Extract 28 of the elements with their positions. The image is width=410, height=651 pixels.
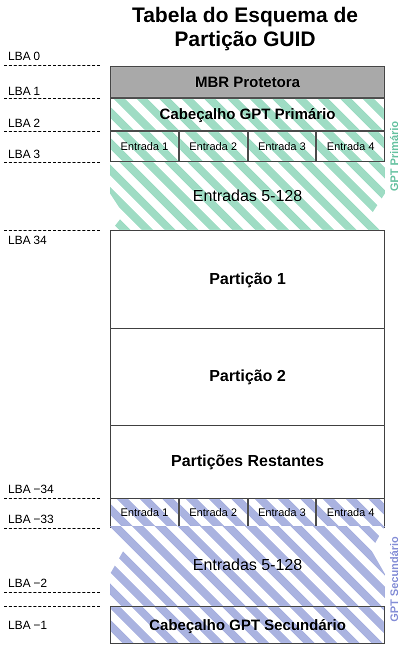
partition-block: Partição 1 [110, 230, 385, 328]
partition-block: Partições Restantes [110, 425, 385, 498]
lba-label: LBA −34 [8, 482, 54, 496]
protective-mbr-block: MBR Protetora [110, 66, 385, 98]
entry-cell: Entrada 3 [248, 131, 316, 162]
entry-cell: Entrada 4 [316, 131, 385, 162]
lba-label: LBA 1 [8, 84, 40, 98]
header-block: Cabeçalho GPT Secundário [110, 606, 385, 644]
lba-label: LBA 34 [8, 233, 47, 247]
lba-label: LBA 2 [8, 116, 40, 130]
section-label: GPT Primário [389, 120, 401, 194]
entry-cell: Entrada 2 [178, 498, 248, 528]
section-label: GPT Secundário [389, 535, 401, 624]
entry-cell: Entrada 4 [316, 498, 385, 528]
entries-block: Entradas 5-128 [110, 526, 385, 606]
entries-block: Entradas 5-128 [110, 162, 385, 232]
entry-cell: Entrada 2 [178, 131, 248, 162]
title: Tabela do Esquema de Partição GUID [130, 4, 359, 52]
lba-label: LBA 0 [8, 49, 40, 63]
lba-label: LBA 3 [8, 147, 40, 161]
partition-block: Partição 2 [110, 328, 385, 425]
header-block: Cabeçalho GPT Primário [110, 98, 385, 131]
lba-label: LBA −1 [8, 618, 48, 632]
entry-cell: Entrada 1 [110, 498, 179, 528]
entry-cell: Entrada 3 [248, 498, 316, 528]
lba-label: LBA −33 [8, 512, 54, 526]
entry-cell: Entrada 1 [110, 131, 179, 162]
lba-label: LBA −2 [8, 576, 48, 590]
